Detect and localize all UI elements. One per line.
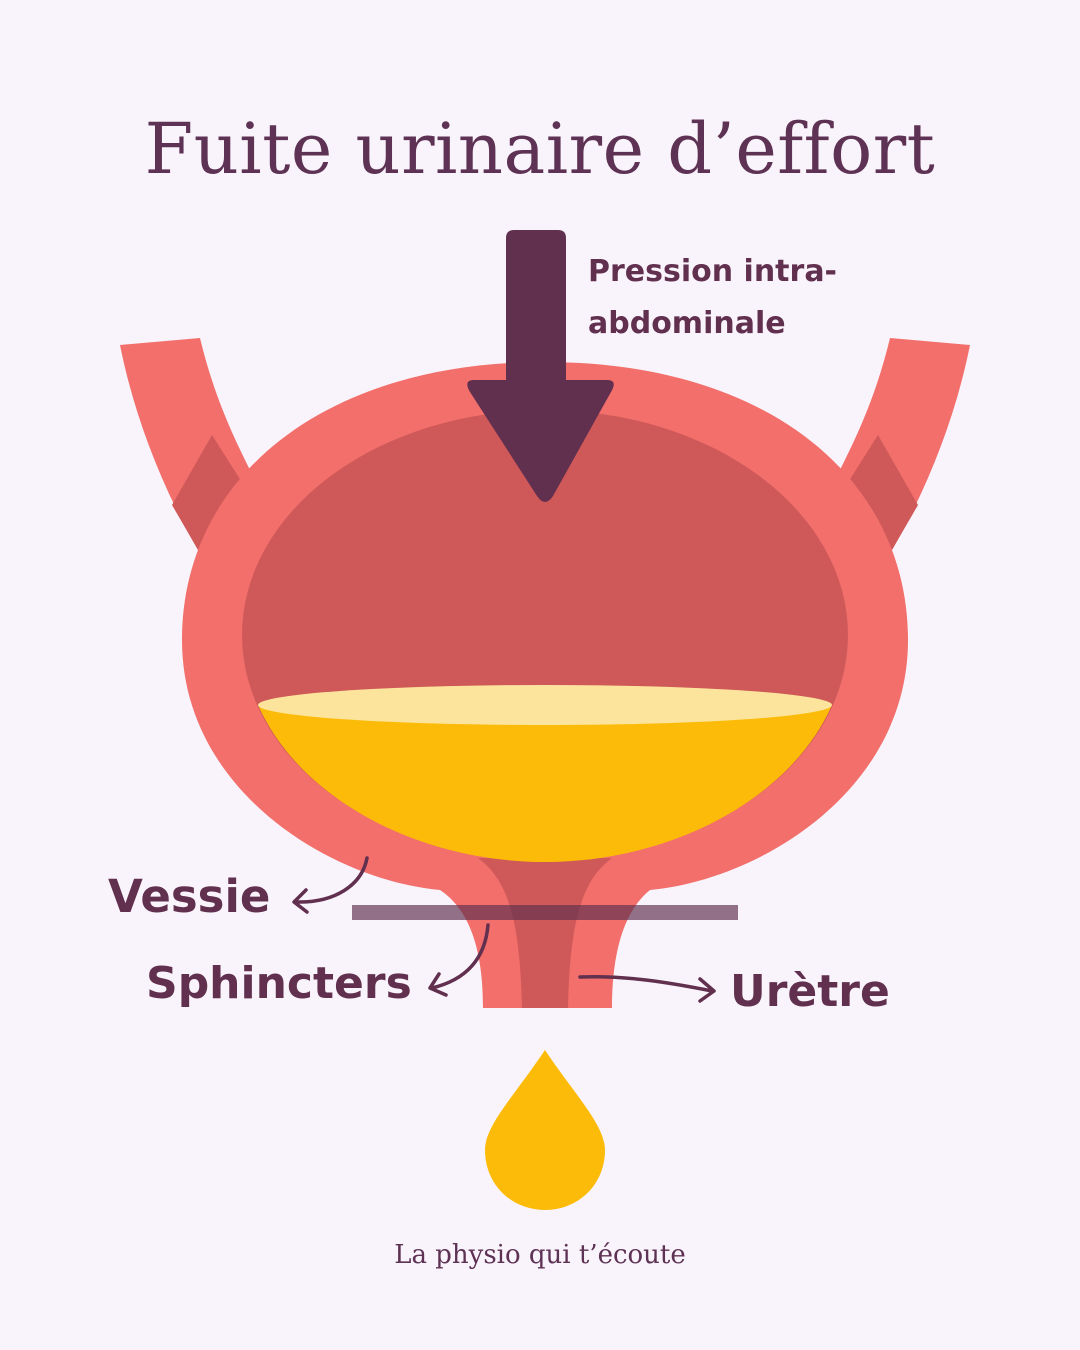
vessie-pointer-arrow — [292, 856, 369, 914]
sphincter-bar — [352, 905, 738, 920]
urethra-channel — [478, 858, 612, 1008]
urine-surface — [258, 685, 832, 725]
urine-drop — [485, 1050, 605, 1210]
sphincters-pointer-arrow — [428, 923, 490, 997]
sphincters-label: Sphincters — [146, 958, 412, 1009]
pressure-label-line1: Pression intra- — [588, 254, 838, 289]
bladder-label: Vessie — [108, 870, 271, 923]
page-title: Fuite urinaire d’effort — [144, 108, 936, 190]
left-ureter-band — [172, 435, 250, 562]
pressure-label-line2: abdominale — [588, 306, 786, 341]
pressure-label: Pression intra- abdominale — [588, 246, 888, 350]
uretre-pointer-arrow — [578, 974, 716, 1003]
pressure-arrow — [467, 230, 614, 502]
urethra-label: Urètre — [730, 966, 890, 1017]
footer-credit: La physio qui t’écoute — [394, 1240, 686, 1270]
urine — [258, 705, 832, 862]
right-ureter-band — [840, 435, 918, 562]
